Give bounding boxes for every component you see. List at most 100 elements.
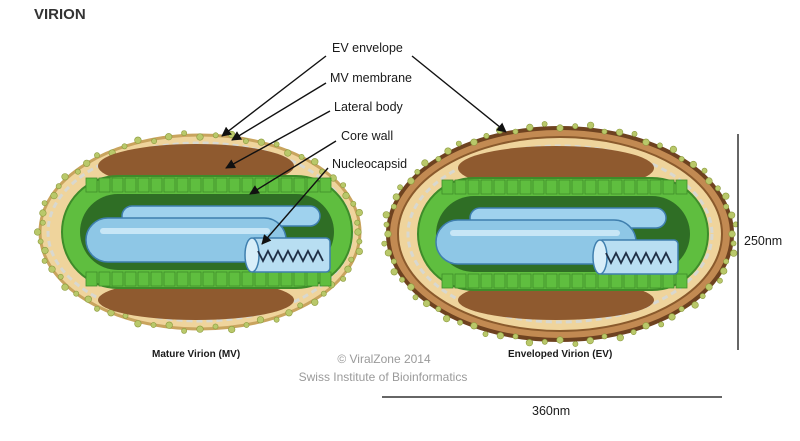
surface-protein [48,265,56,273]
surface-protein [541,338,548,345]
surface-protein [727,211,736,219]
surface-protein [723,203,729,210]
surface-protein [414,168,421,175]
surface-protein [384,230,392,238]
core-wall-segment [202,271,215,287]
label-ev-envelope: EV envelope [332,41,403,55]
nucleocapsid-genome-ev [605,250,672,266]
core-wall-segments-mv [85,177,332,287]
surface-protein [444,147,452,155]
core-wall-segment [267,177,280,193]
surface-protein [412,294,419,301]
core-wall-segment [85,177,98,193]
surface-protein [512,128,519,135]
core-wall-segment [519,179,532,195]
surface-protein [196,325,204,333]
surface-protein [720,267,728,275]
nucleocapsid-end-cap-ev [592,239,608,275]
core-wall-segment [480,273,493,289]
surface-protein [572,341,579,347]
surface-protein [435,156,442,162]
institute-text: Swiss Institute of Bioinformatics [298,370,468,384]
surface-protein [443,315,451,323]
surface-protein [390,268,398,276]
surface-protein [541,121,548,127]
surface-protein [181,130,187,136]
core-wall-segment [254,271,267,287]
surface-protein [383,221,390,228]
surface-protein [722,192,730,200]
surface-protein [701,167,708,174]
surface-protein [586,121,595,129]
core-wall-segment [597,179,610,195]
core-wall-segment [532,273,545,289]
surface-protein [601,333,608,340]
core-wall-segment [98,177,111,193]
surface-protein [311,298,319,306]
label-lateral-body: Lateral body [334,100,403,114]
surface-protein [340,275,347,282]
surface-protein [399,276,405,283]
surface-protein [384,249,393,257]
surface-protein [257,138,265,146]
core-wall-segment [441,273,454,289]
core-wall-segment [215,271,228,287]
core-wall-segment [267,271,280,287]
surface-protein [84,295,92,303]
surface-protein [392,193,400,201]
core-wall-segment [241,271,254,287]
width-dimension-label: 360nm [532,404,571,418]
surface-protein [94,305,100,312]
surface-protein [355,209,363,217]
core-wall-segment [623,179,636,195]
core-wall-segment [519,273,532,289]
surface-protein [344,265,352,273]
core-wall-segments-ev [441,179,688,289]
core-wall-segment [189,271,202,287]
surface-protein [526,123,534,131]
core-wall-segment [111,177,124,193]
surface-protein [407,283,415,291]
surface-protein [630,329,637,335]
surface-protein [421,159,429,167]
surface-protein [134,136,142,144]
core-wall-segment [215,177,228,193]
caption-enveloped-virion: Enveloped Virion (EV) [508,349,613,360]
surface-protein [642,138,650,146]
surface-protein [715,185,721,192]
core-wall-segment [623,273,636,289]
surface-protein [165,321,173,329]
surface-protein [730,249,738,257]
core-wall-segment [610,179,623,195]
core-wall-segment [454,179,467,195]
surface-protein [340,182,347,188]
surface-protein [41,200,48,206]
surface-protein [586,337,594,345]
nucleocapsid-tube-top-highlight-mv [100,228,270,234]
surface-protein [311,158,319,166]
core-wall-segment [506,273,519,289]
core-wall-segment [163,177,176,193]
core-wall-segment [98,271,111,287]
core-wall-segment [319,271,332,287]
core-wall-segment [280,177,293,193]
core-wall-segment [467,273,480,289]
core-wall-segment [532,179,545,195]
core-wall-segment [636,179,649,195]
surface-protein [572,123,579,130]
surface-protein [669,145,678,153]
enveloped-virion [381,121,739,347]
core-wall-segment [293,177,306,193]
caption-mature-virion: Mature Virion (MV) [152,349,241,360]
surface-protein [496,332,505,340]
surface-protein [256,316,265,324]
label-mv-membrane: MV membrane [330,71,412,85]
surface-protein [668,313,676,321]
core-wall-segment [306,271,319,287]
arrow-core-wall [249,140,337,195]
surface-protein [61,283,69,291]
surface-protein [273,316,280,323]
copyright-text: © ViralZone 2014 [337,352,431,366]
core-wall-segment [241,177,254,193]
